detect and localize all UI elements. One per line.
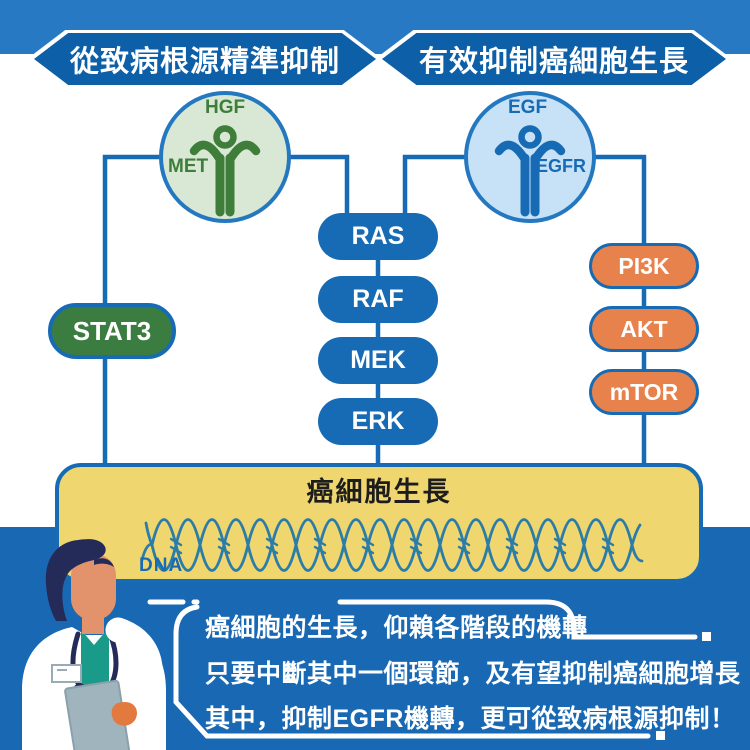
- callout-line-1: 癌細胞的生長，仰賴各階段的機轉: [205, 614, 588, 642]
- banner-precise-inhibition: 從致病根源精準抑制: [34, 33, 376, 85]
- callout-line-2: 只要中斷其中一個環節，及有望抑制癌細胞增長: [205, 660, 741, 688]
- node-mtor: mTOR: [589, 369, 699, 415]
- node-ras: RAS: [318, 213, 438, 260]
- egfr-receptor-circle: [464, 91, 596, 223]
- met-receptor-label: MET: [168, 156, 209, 177]
- doctor-illustration: [22, 539, 166, 750]
- dna-label: DNA: [139, 555, 184, 576]
- banner-inhibit-growth: 有效抑制癌細胞生長: [382, 33, 726, 85]
- egf-ligand-label: EGF: [508, 97, 548, 118]
- callout-line-3: 其中，抑制EGFR機轉，更可從致病根源抑制！: [205, 705, 736, 733]
- node-stat3: STAT3: [48, 303, 176, 359]
- node-pi3k: PI3K: [589, 243, 699, 289]
- banner-left-wrap: 從致病根源精準抑制: [34, 33, 376, 85]
- hgf-ligand-label: HGF: [205, 97, 246, 118]
- cancer-growth-title: 癌細胞生長: [306, 477, 452, 507]
- banner-right-wrap: 有效抑制癌細胞生長: [382, 33, 726, 85]
- cancer-growth-box: [55, 463, 703, 583]
- dna-helix-icon: [140, 518, 644, 572]
- egfr-receptor-label: EGFR: [536, 156, 587, 176]
- met-receptor-circle: [159, 91, 291, 223]
- node-mek: MEK: [318, 337, 438, 384]
- met-receptor-icon: [189, 125, 261, 217]
- node-erk: ERK: [318, 398, 438, 445]
- node-raf: RAF: [318, 276, 438, 323]
- egfr-receptor-icon: [494, 125, 566, 217]
- node-akt: AKT: [589, 306, 699, 352]
